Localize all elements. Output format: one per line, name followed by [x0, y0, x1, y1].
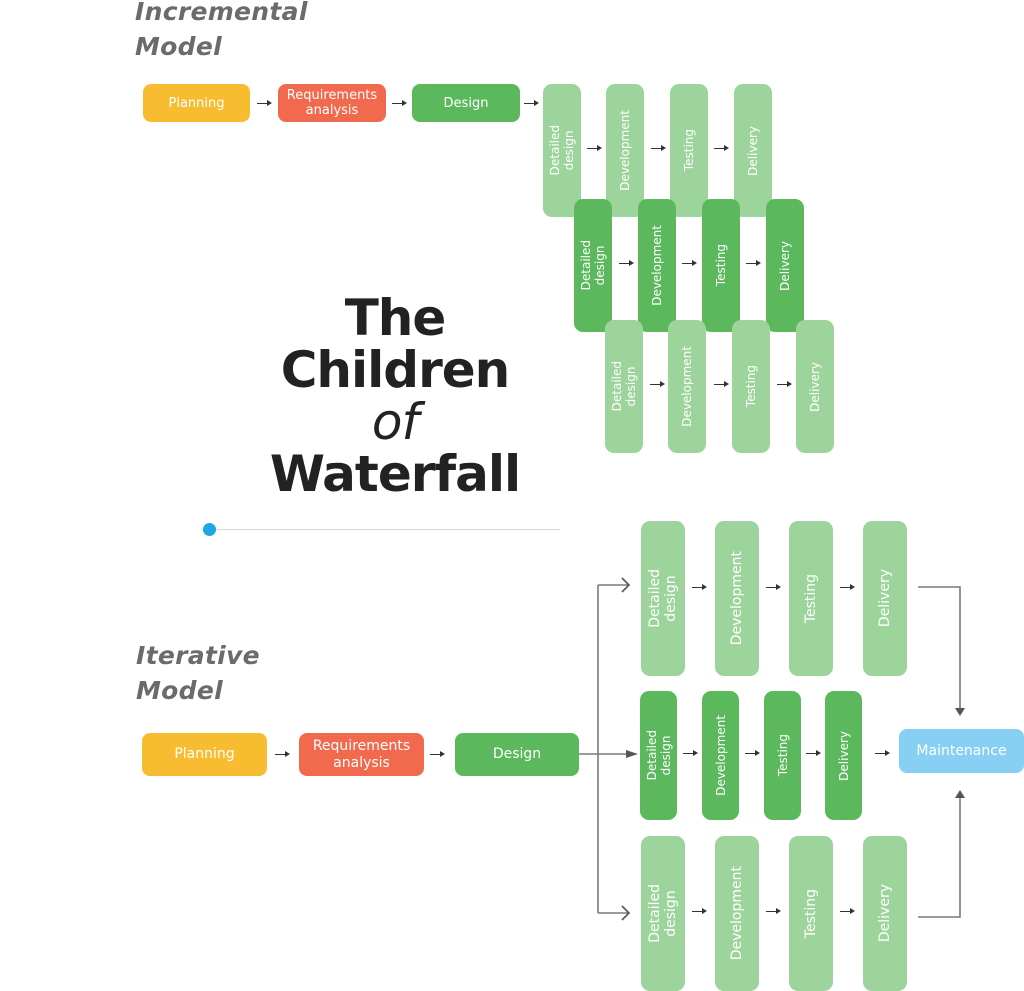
stage-box-delivery: Delivery: [796, 320, 834, 453]
divider-dot: [203, 523, 216, 536]
stage-box-delivery: Delivery: [863, 836, 907, 991]
bottom-to-maintenance-line: [918, 793, 961, 918]
arrow-icon: [745, 750, 760, 756]
title-line-4: Waterfall: [269, 445, 521, 503]
arrow-icon: [682, 260, 697, 266]
arrow-icon: [524, 100, 539, 106]
arrowhead-icon: [955, 708, 965, 716]
title-line-2: Children: [280, 341, 511, 399]
stage-box-development: Development: [702, 691, 739, 820]
arrow-icon: [840, 584, 855, 590]
stage-box-delivery: Delivery: [863, 521, 907, 676]
main-title: The Children of Waterfall: [215, 292, 575, 500]
iterative-model-label: Iterative Model: [136, 638, 260, 708]
stage-box-detailed-design: Detailed design: [641, 521, 685, 676]
arrow-icon: [875, 750, 890, 756]
stage-box-testing: Testing: [789, 836, 833, 991]
chevron-right-icon: [621, 577, 631, 593]
arrow-icon: [806, 750, 821, 756]
stage-label: Detailed design: [647, 884, 679, 943]
incremental-label-line1: Incremental: [135, 0, 308, 26]
stage-box-testing: Testing: [789, 521, 833, 676]
title-line-1: The: [344, 289, 447, 347]
phase-label: Planning: [174, 746, 235, 762]
incremental-label-line2: Model: [135, 32, 222, 61]
chevron-right-icon: [621, 905, 631, 921]
stage-label: Development: [713, 715, 728, 796]
incremental-planning-box: Planning: [143, 84, 250, 122]
iterative-design-box: Design: [455, 733, 579, 776]
stage-box-development: Development: [668, 320, 706, 453]
arrow-icon: [714, 381, 729, 387]
stage-box-detailed-design: Detailed design: [574, 199, 612, 332]
phase-label: Requirements analysis: [286, 88, 378, 118]
arrow-icon: [587, 145, 602, 151]
arrow-icon: [692, 908, 707, 914]
stage-box-testing: Testing: [702, 199, 740, 332]
stage-label: Development: [729, 551, 745, 646]
stage-label: Delivery: [877, 569, 893, 628]
stage-box-delivery: Delivery: [766, 199, 804, 332]
iterative-label-line1: Iterative: [136, 641, 260, 670]
title-line-3: of: [371, 393, 419, 451]
top-to-maintenance-line: [918, 586, 961, 712]
stage-box-detailed-design: Detailed design: [543, 84, 581, 217]
incremental-requirements-box: Requirements analysis: [278, 84, 386, 122]
arrowhead-icon: [955, 790, 965, 798]
arrow-icon: [650, 381, 665, 387]
stage-box-detailed-design: Detailed design: [641, 836, 685, 991]
stage-box-detailed-design: Detailed design: [605, 320, 643, 453]
maintenance-label: Maintenance: [916, 742, 1007, 759]
phase-label: Planning: [168, 95, 225, 111]
stage-label: Testing: [803, 888, 819, 939]
arrow-icon: [392, 100, 407, 106]
maintenance-box: Maintenance: [899, 729, 1024, 773]
stage-box-development: Development: [606, 84, 644, 217]
arrow-icon: [766, 908, 781, 914]
arrow-icon: [692, 584, 707, 590]
arrow-icon: [430, 751, 445, 757]
phase-label: Requirements analysis: [312, 737, 411, 771]
incremental-design-box: Design: [412, 84, 520, 122]
arrowhead-icon: [626, 750, 638, 758]
stage-label: Detailed design: [644, 730, 673, 781]
arrow-icon: [619, 260, 634, 266]
arrow-icon: [257, 100, 272, 106]
divider-line: [210, 529, 560, 530]
arrow-icon: [683, 750, 698, 756]
stage-box-testing: Testing: [670, 84, 708, 217]
arrow-icon: [714, 145, 729, 151]
arrow-icon: [766, 584, 781, 590]
stage-box-testing: Testing: [764, 691, 801, 820]
iterative-requirements-box: Requirements analysis: [299, 733, 424, 776]
stage-box-development: Development: [715, 521, 759, 676]
stage-box-delivery: Delivery: [825, 691, 862, 820]
stage-label: Delivery: [877, 884, 893, 943]
stage-box-development: Development: [715, 836, 759, 991]
stage-box-delivery: Delivery: [734, 84, 772, 217]
arrow-icon: [651, 145, 666, 151]
phase-label: Design: [443, 95, 489, 111]
incremental-model-label: Incremental Model: [135, 0, 308, 64]
arrow-icon: [746, 260, 761, 266]
phase-label: Design: [492, 746, 542, 762]
stage-label: Detailed design: [647, 569, 679, 628]
iterative-planning-box: Planning: [142, 733, 267, 776]
stage-box-development: Development: [638, 199, 676, 332]
iterative-label-line2: Model: [136, 676, 223, 705]
stage-label: Delivery: [836, 730, 851, 781]
stage-box-detailed-design: Detailed design: [640, 691, 677, 820]
arrow-icon: [840, 908, 855, 914]
stage-label: Development: [729, 866, 745, 961]
stage-label: Testing: [775, 734, 790, 777]
stage-box-testing: Testing: [732, 320, 770, 453]
arrow-icon: [777, 381, 792, 387]
stage-label: Testing: [803, 573, 819, 624]
arrow-icon: [275, 751, 290, 757]
